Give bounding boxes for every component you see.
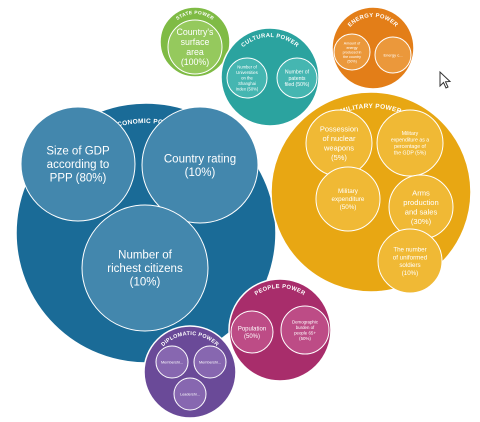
energy-label-energy-c: Energy c... bbox=[383, 52, 402, 57]
node-energy-0[interactable]: Amount of energy produced in the country… bbox=[333, 33, 371, 71]
military-child-bubble[interactable] bbox=[376, 109, 444, 177]
state-power-title: STATE POWER bbox=[175, 10, 215, 22]
diplomatic-label-leadershi: Leadershi... bbox=[180, 392, 200, 396]
people-label-population-50: Population(50%) bbox=[238, 326, 266, 340]
mouse-pointer-icon bbox=[439, 70, 452, 89]
diplomatic-label-membershi: Membershi... bbox=[161, 360, 183, 364]
military-child-bubble[interactable] bbox=[315, 166, 381, 232]
node-diplomatic-2[interactable]: Leadershi...Leadershi... bbox=[173, 377, 207, 411]
diplomatic-child-bubble[interactable] bbox=[193, 345, 227, 379]
military-child-bubble[interactable] bbox=[377, 228, 443, 294]
node-cultural-0[interactable]: Number of Universities on the Shanghai I… bbox=[226, 57, 268, 99]
node-economic-0[interactable]: Size of GDP according to PPP (80%)Size o… bbox=[20, 106, 136, 222]
economic-child-bubble[interactable] bbox=[141, 106, 259, 224]
energy-child-bubble[interactable] bbox=[374, 36, 412, 74]
node-economic-1[interactable]: Country rating (10%)Country rating(10%) bbox=[141, 106, 259, 224]
node-people-1[interactable]: Demographic burden of people 65+ (50%)De… bbox=[280, 305, 330, 355]
economic-child-bubble[interactable] bbox=[20, 106, 136, 222]
economic-power-title: ECONOMIC POWER bbox=[112, 118, 180, 130]
diplomatic-child-bubble[interactable] bbox=[173, 377, 207, 411]
node-energy-1[interactable]: Energy c...Energy c... bbox=[374, 36, 412, 74]
node-people-0[interactable]: Population (50%)Population(50%) bbox=[230, 310, 274, 354]
diplomatic-label-membershi: Membershi... bbox=[199, 360, 221, 364]
node-diplomatic-1[interactable]: Membershi...Membershi... bbox=[193, 345, 227, 379]
cultural-child-bubble[interactable] bbox=[276, 57, 318, 99]
people-power-bubble[interactable] bbox=[228, 278, 332, 382]
state-child-bubble[interactable] bbox=[167, 19, 223, 75]
node-military-1[interactable]: Military expenditure as a percentage of … bbox=[376, 109, 444, 177]
node-economic-2[interactable]: Number of richest citizens (10%)Number o… bbox=[81, 204, 209, 332]
node-diplomatic-0[interactable]: Membershi...Membershi... bbox=[155, 345, 189, 379]
people-child-bubble[interactable] bbox=[280, 305, 330, 355]
economic-child-bubble[interactable] bbox=[81, 204, 209, 332]
cultural-power-bubble[interactable] bbox=[220, 27, 320, 127]
group-economic: ECONOMIC POWERSize of GDP according to P… bbox=[15, 102, 277, 364]
energy-child-bubble[interactable] bbox=[333, 33, 371, 71]
node-military-4[interactable]: The number of uniformed soldiers (10%)Th… bbox=[377, 228, 443, 294]
economic-label-country-rating-10: Country rating(10%) bbox=[164, 153, 236, 179]
people-child-bubble[interactable] bbox=[230, 310, 274, 354]
node-military-0[interactable]: Possession of nuclear weapons (5%)Posses… bbox=[305, 109, 373, 177]
group-diplomatic: DIPLOMATIC POWERMembershi...Membershi...… bbox=[143, 325, 237, 419]
cultural-child-bubble[interactable] bbox=[226, 57, 268, 99]
diplomatic-child-bubble[interactable] bbox=[155, 345, 189, 379]
